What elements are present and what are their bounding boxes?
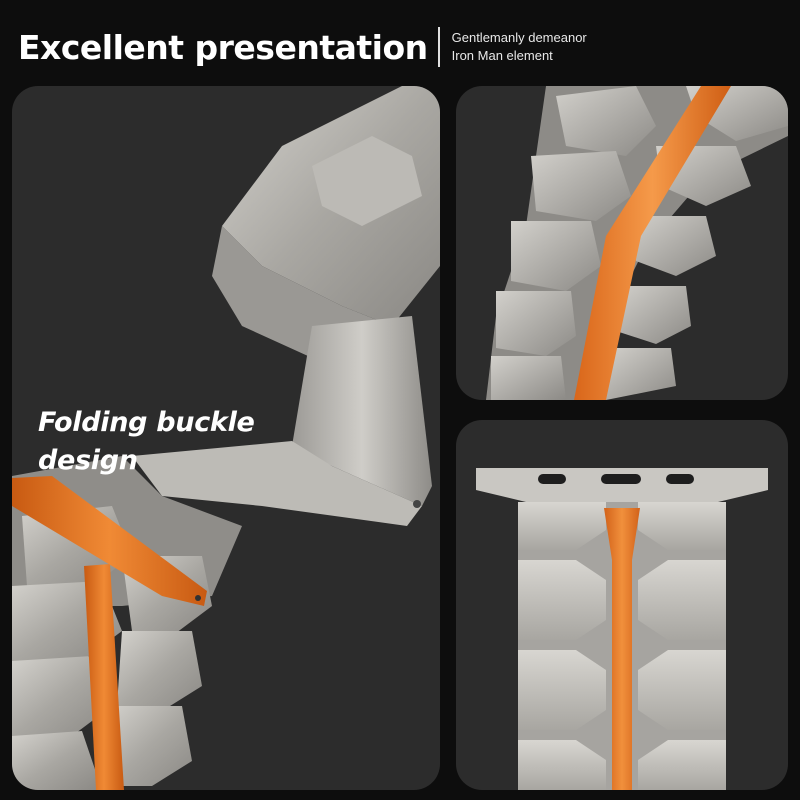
caption-line-2: design <box>38 445 138 476</box>
header: Excellent presentation Gentlemanly demea… <box>18 22 587 72</box>
band-connector-photo <box>476 468 768 790</box>
folding-buckle-panel: Folding buckle design <box>12 86 440 790</box>
curved-band-links-photo <box>486 86 788 400</box>
subtitle-block: Gentlemanly demeanor Iron Man element <box>452 29 587 65</box>
curved-band-panel <box>456 86 788 400</box>
subtitle-line-2: Iron Man element <box>451 48 553 63</box>
band-connector-panel <box>456 420 788 790</box>
feature-caption: Folding buckle design <box>38 404 255 480</box>
page-title: Excellent presentation <box>18 27 428 67</box>
folding-buckle-photo <box>12 86 440 790</box>
caption-line-1: Folding buckle <box>38 407 255 438</box>
title-divider <box>437 27 440 67</box>
subtitle-line-1: Gentlemanly demeanor <box>451 30 587 45</box>
